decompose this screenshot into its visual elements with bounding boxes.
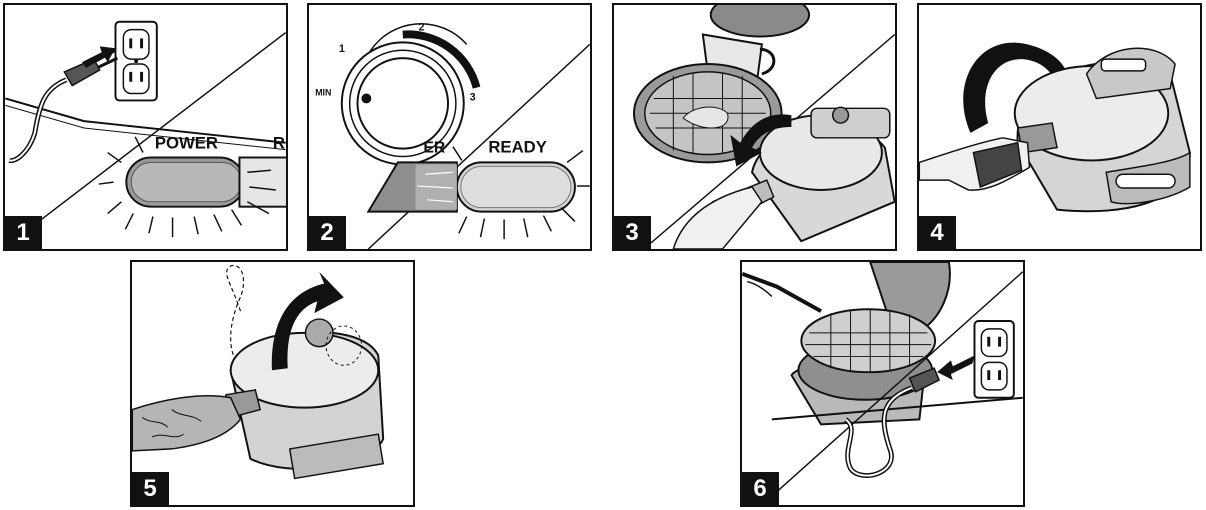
step-3-illustration <box>632 5 895 249</box>
temperature-dial <box>340 23 481 166</box>
power-plug-icon <box>843 367 941 478</box>
step-number-badge: 4 <box>919 216 956 249</box>
step-5-illustration <box>132 264 385 480</box>
dial-label-2: 2 <box>419 22 425 34</box>
step-number-badge: 6 <box>742 472 779 505</box>
step-4-panel: 4 <box>917 3 1202 251</box>
waffle-maker-closed <box>229 318 385 480</box>
dial-label-3: 3 <box>470 91 476 103</box>
step-1-illustration: POWER R <box>5 20 286 248</box>
power-light-lit <box>98 136 286 238</box>
oven-mitt-hand <box>132 395 242 452</box>
ready-label: READY <box>488 138 547 157</box>
step-number-badge: 5 <box>132 472 169 505</box>
unplug-arrow-icon <box>937 355 975 381</box>
rotate-arrow-icon <box>963 42 1077 133</box>
ready-light-lit <box>366 146 590 240</box>
ready-label-partial: R <box>273 134 285 153</box>
dial-indicator-dot <box>361 93 372 104</box>
wall-outlet-icon <box>114 20 158 102</box>
hand <box>672 186 763 249</box>
dial-label-min: MIN <box>315 88 331 98</box>
insert-arrow-icon <box>82 46 116 68</box>
step-6-panel: 6 <box>740 260 1025 507</box>
step-number-badge: 1 <box>5 216 42 249</box>
step-4-illustration <box>919 42 1191 213</box>
power-label: POWER <box>155 134 218 153</box>
fork-utensil <box>742 271 822 313</box>
step-2-panel: MIN 1 2 3 ER READY 2 <box>307 3 592 251</box>
dial-label-1: 1 <box>339 43 345 55</box>
flip-arrow-icon <box>271 271 344 371</box>
step-3-panel: 3 <box>612 3 897 251</box>
step-5-panel: 5 <box>130 260 415 507</box>
power-label-partial: ER <box>423 140 445 157</box>
wall-outlet-icon <box>973 320 1015 399</box>
close-lid-arrow-icon <box>730 114 792 167</box>
step-6-illustration <box>742 262 1023 505</box>
step-1-panel: POWER R 1 <box>3 3 288 251</box>
power-plug-icon <box>8 48 119 164</box>
step-number-badge: 2 <box>309 216 346 249</box>
waffle <box>800 308 937 374</box>
step-2-illustration: MIN 1 2 3 ER READY <box>315 22 590 249</box>
step-number-badge: 3 <box>614 216 651 249</box>
